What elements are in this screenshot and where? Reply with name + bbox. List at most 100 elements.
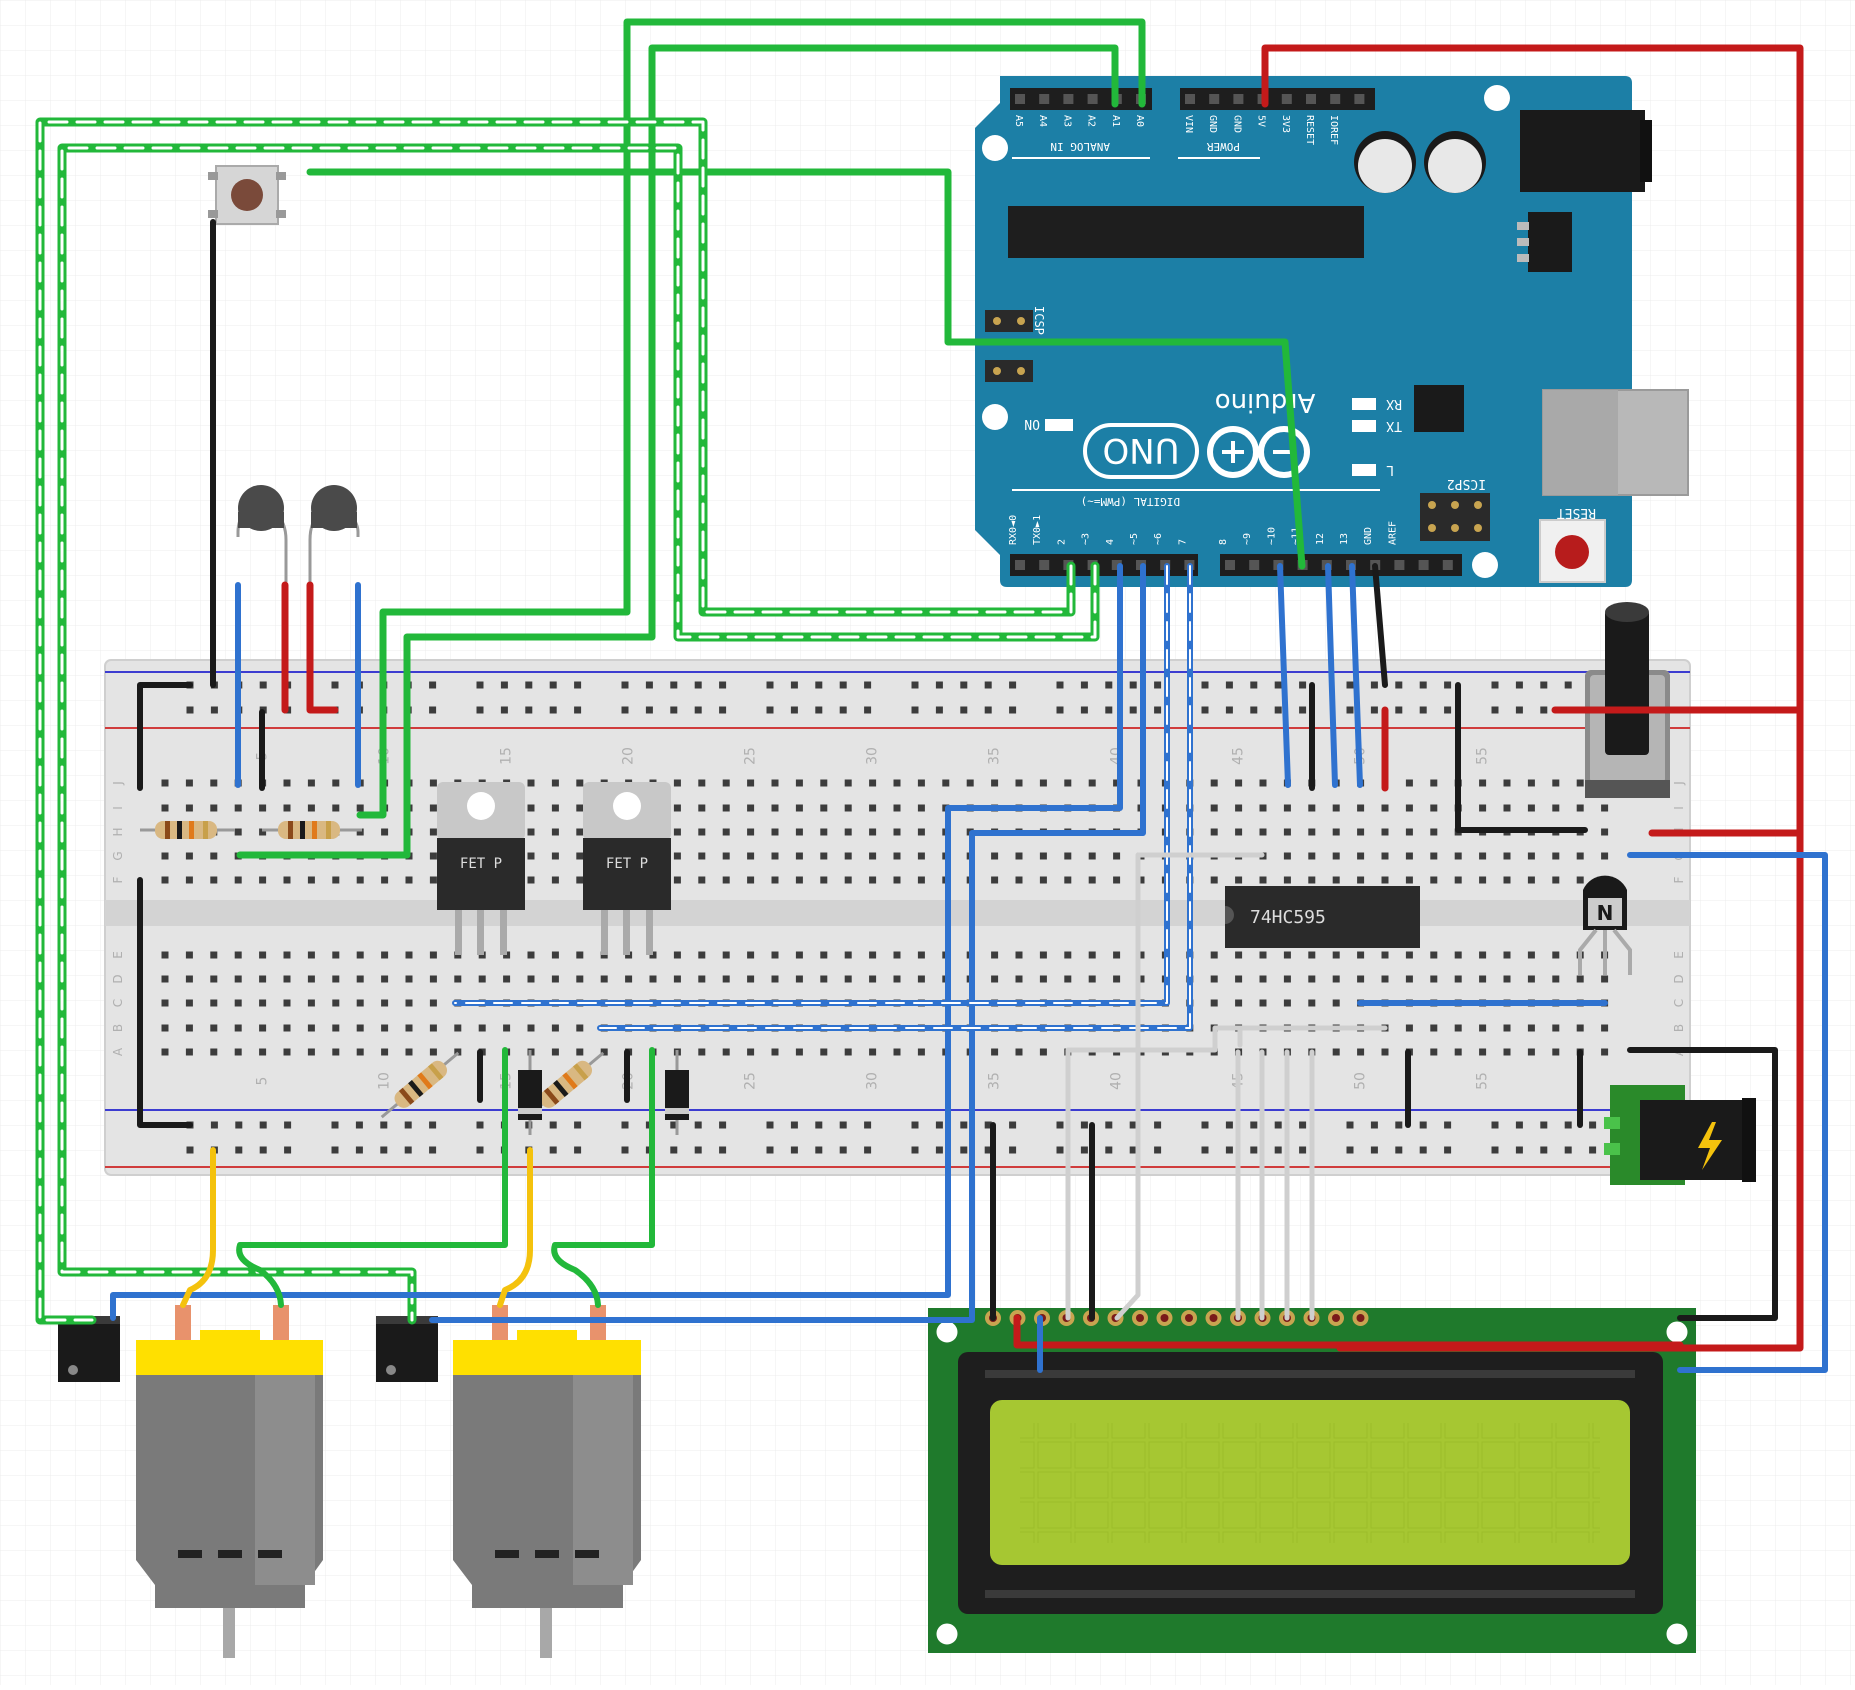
rail-hole[interactable] (839, 1121, 847, 1129)
breadboard-hole[interactable] (161, 779, 169, 787)
breadboard-hole[interactable] (1576, 876, 1584, 884)
breadboard-hole[interactable] (1430, 828, 1438, 836)
rail-hole[interactable] (331, 681, 339, 689)
rail-hole[interactable] (1080, 706, 1088, 714)
breadboard-hole[interactable] (454, 1024, 462, 1032)
breadboard-hole[interactable] (1332, 852, 1340, 860)
breadboard-hole[interactable] (1479, 876, 1487, 884)
rail-hole[interactable] (694, 681, 702, 689)
breadboard-hole[interactable] (1308, 804, 1316, 812)
header-pin[interactable] (1418, 560, 1429, 570)
rail-hole[interactable] (1444, 1121, 1452, 1129)
rail-hole[interactable] (1250, 706, 1258, 714)
breadboard-hole[interactable] (576, 852, 584, 860)
rail-hole[interactable] (1395, 1121, 1403, 1129)
rail-hole[interactable] (1299, 1146, 1307, 1154)
breadboard-hole[interactable] (307, 975, 315, 983)
breadboard-hole[interactable] (1308, 852, 1316, 860)
breadboard-hole[interactable] (747, 1048, 755, 1056)
breadboard-hole[interactable] (161, 876, 169, 884)
breadboard-hole[interactable] (1332, 876, 1340, 884)
rail-hole[interactable] (1346, 1121, 1354, 1129)
rail-hole[interactable] (186, 706, 194, 714)
breadboard-hole[interactable] (844, 975, 852, 983)
breadboard-hole[interactable] (1405, 804, 1413, 812)
breadboard-hole[interactable] (259, 876, 267, 884)
breadboard-hole[interactable] (1479, 852, 1487, 860)
breadboard-hole[interactable] (1113, 779, 1121, 787)
breadboard-hole[interactable] (869, 852, 877, 860)
breadboard-hole[interactable] (551, 1024, 559, 1032)
breadboard-hole[interactable] (1259, 975, 1267, 983)
breadboard-hole[interactable] (1381, 975, 1389, 983)
header-pin[interactable] (1225, 560, 1235, 570)
header-pin[interactable] (1039, 94, 1050, 104)
breadboard-hole[interactable] (1552, 804, 1560, 812)
rail-hole[interactable] (815, 706, 823, 714)
breadboard-hole[interactable] (283, 804, 291, 812)
breadboard-hole[interactable] (1039, 1048, 1047, 1056)
breadboard-hole[interactable] (1552, 1024, 1560, 1032)
breadboard-hole[interactable] (673, 804, 681, 812)
breadboard-hole[interactable] (356, 999, 364, 1007)
rail-hole[interactable] (1056, 1121, 1064, 1129)
breadboard-hole[interactable] (307, 779, 315, 787)
breadboard-hole[interactable] (405, 951, 413, 959)
breadboard-hole[interactable] (576, 1024, 584, 1032)
breadboard-hole[interactable] (966, 779, 974, 787)
breadboard-hole[interactable] (1503, 1024, 1511, 1032)
breadboard-hole[interactable] (1259, 951, 1267, 959)
breadboard-hole[interactable] (893, 1048, 901, 1056)
breadboard-hole[interactable] (527, 852, 535, 860)
rail-hole[interactable] (404, 1121, 412, 1129)
breadboard-hole[interactable] (771, 975, 779, 983)
breadboard-hole[interactable] (1210, 779, 1218, 787)
breadboard-hole[interactable] (356, 1024, 364, 1032)
rail-hole[interactable] (1419, 706, 1427, 714)
rail-hole[interactable] (380, 1121, 388, 1129)
breadboard-hole[interactable] (1430, 1048, 1438, 1056)
breadboard-hole[interactable] (1088, 876, 1096, 884)
rail-hole[interactable] (719, 1146, 727, 1154)
breadboard-hole[interactable] (405, 999, 413, 1007)
breadboard-hole[interactable] (1405, 779, 1413, 787)
breadboard-hole[interactable] (869, 804, 877, 812)
breadboard-hole[interactable] (478, 975, 486, 983)
rail-hole[interactable] (790, 706, 798, 714)
rail-hole[interactable] (621, 706, 629, 714)
breadboard-hole[interactable] (234, 975, 242, 983)
breadboard-hole[interactable] (185, 804, 193, 812)
rail-hole[interactable] (1154, 681, 1162, 689)
breadboard-hole[interactable] (1308, 975, 1316, 983)
breadboard-hole[interactable] (1405, 951, 1413, 959)
breadboard-hole[interactable] (1210, 975, 1218, 983)
breadboard-hole[interactable] (1137, 975, 1145, 983)
breadboard-hole[interactable] (893, 975, 901, 983)
rail-hole[interactable] (574, 706, 582, 714)
breadboard-hole[interactable] (161, 852, 169, 860)
breadboard-hole[interactable] (527, 828, 535, 836)
breadboard-hole[interactable] (429, 951, 437, 959)
breadboard-hole[interactable] (917, 951, 925, 959)
breadboard-hole[interactable] (429, 852, 437, 860)
breadboard-hole[interactable] (429, 975, 437, 983)
breadboard-hole[interactable] (1430, 804, 1438, 812)
rail-hole[interactable] (1564, 1121, 1572, 1129)
rail-hole[interactable] (500, 706, 508, 714)
breadboard-hole[interactable] (381, 975, 389, 983)
breadboard-hole[interactable] (454, 975, 462, 983)
breadboard-hole[interactable] (185, 1048, 193, 1056)
breadboard-hole[interactable] (307, 951, 315, 959)
breadboard-hole[interactable] (259, 1048, 267, 1056)
breadboard-hole[interactable] (625, 975, 633, 983)
breadboard-hole[interactable] (356, 876, 364, 884)
breadboard-hole[interactable] (185, 951, 193, 959)
breadboard-hole[interactable] (673, 951, 681, 959)
rail-hole[interactable] (574, 681, 582, 689)
breadboard-hole[interactable] (1259, 999, 1267, 1007)
breadboard-hole[interactable] (1576, 852, 1584, 860)
breadboard-hole[interactable] (1308, 876, 1316, 884)
breadboard-hole[interactable] (1479, 1024, 1487, 1032)
breadboard-hole[interactable] (893, 779, 901, 787)
breadboard-hole[interactable] (527, 1024, 535, 1032)
